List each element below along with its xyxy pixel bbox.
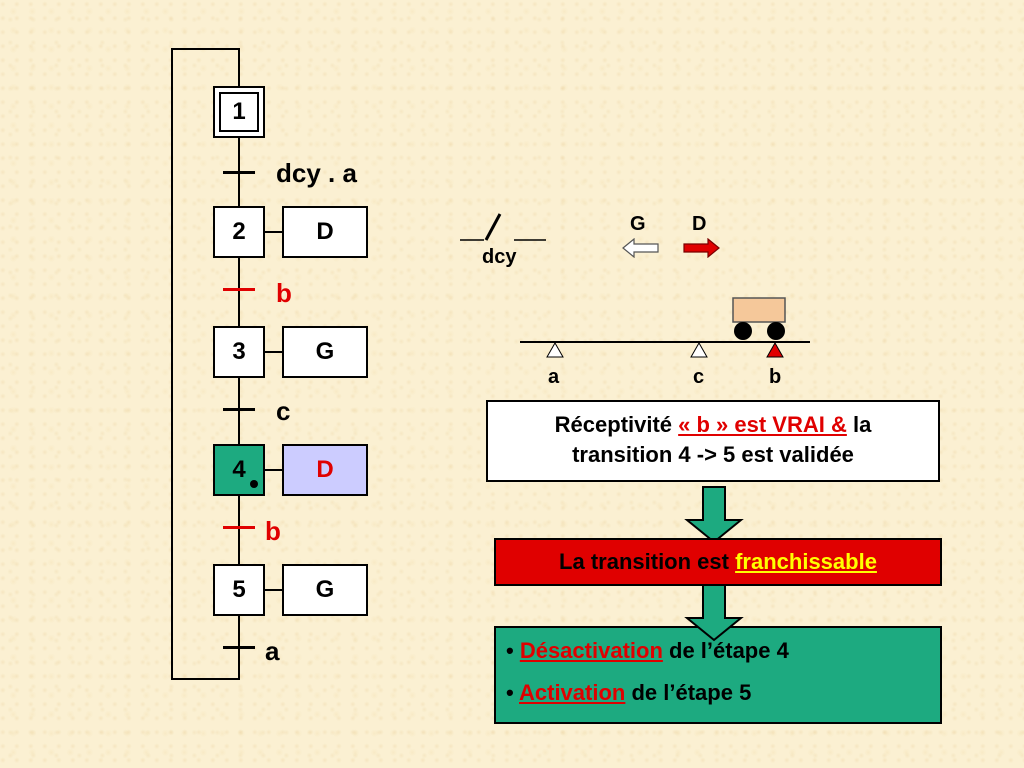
sensor-a-label: a [548, 366, 560, 388]
transition-1-condition: dcy . a [276, 158, 357, 188]
loop-rail-left [171, 48, 173, 680]
step-1: 1 [213, 86, 265, 138]
result-box: • Désactivation de l’étape 4 • Activatio… [494, 626, 942, 724]
cart-icon [732, 297, 786, 340]
direction-d-label: D [692, 213, 707, 235]
receptivity-suffix: la [846, 412, 872, 437]
switch-icon [460, 213, 546, 241]
flow-arrow-down-icon [684, 584, 744, 642]
step-4-label: 4 [232, 456, 246, 483]
bullet: • [506, 680, 519, 705]
step-5-label: 5 [232, 576, 246, 603]
receptivity-line-2: transition 4 -> 5 est validée [572, 442, 854, 467]
transition-status-prefix: La transition est [559, 549, 736, 574]
track-line [520, 341, 810, 343]
step-3: 3 [213, 326, 265, 378]
transition-1-bar [223, 171, 255, 174]
arrow-right-icon [683, 238, 720, 258]
arrow-left-icon [622, 238, 659, 258]
receptivity-box: Réceptivité « b » est VRAI & la transiti… [486, 400, 940, 482]
step-3-action-label: G [315, 338, 335, 365]
deactivation-rest: de l’étape 4 [662, 638, 789, 663]
step-3-action: G [282, 326, 368, 378]
step-2: 2 [213, 206, 265, 258]
step-3-label: 3 [232, 338, 246, 365]
step-5: 5 [213, 564, 265, 616]
result-item-activation: • Activation de l’étape 5 [506, 680, 940, 722]
activation-rest: de l’étape 5 [625, 680, 752, 705]
transition-2-condition: b [276, 278, 292, 308]
active-token-dot [250, 480, 258, 488]
sensor-c-label: c [693, 366, 705, 388]
step-2-action-link [265, 231, 282, 233]
transition-4-condition: b [265, 516, 281, 546]
step-5-action-label: G [315, 576, 335, 603]
step-4-action-label: D [316, 456, 334, 483]
direction-g-label: G [630, 213, 646, 235]
switch-label: dcy [482, 246, 517, 268]
receptivity-line-1: Réceptivité « b » est VRAI & la [488, 410, 938, 440]
transition-5-bar [223, 646, 255, 649]
loop-rail-top [171, 48, 240, 50]
step-3-action-link [265, 351, 282, 353]
step-4: 4 [213, 444, 265, 496]
transition-status-highlight: franchissable [735, 549, 877, 574]
step-4-action: D [282, 444, 368, 496]
transition-3-condition: c [276, 396, 291, 426]
activation-word: Activation [519, 680, 626, 705]
sensor-b-icon [766, 342, 784, 358]
transition-5-condition: a [265, 636, 280, 666]
step-2-action: D [282, 206, 368, 258]
flow-arrow-down-icon [684, 486, 744, 544]
step-2-action-label: D [316, 218, 334, 245]
deactivation-word: Désactivation [519, 638, 663, 663]
transition-4-bar [223, 526, 255, 529]
sensor-b-label: b [769, 366, 782, 388]
sensor-a-icon [546, 342, 564, 358]
bullet: • [506, 638, 520, 663]
step-5-action-link [265, 589, 282, 591]
receptivity-prefix: Réceptivité [554, 412, 679, 437]
transition-3-bar [223, 408, 255, 411]
step-4-action-link [265, 469, 282, 471]
result-item-deactivation: • Désactivation de l’étape 4 [506, 638, 940, 680]
sensor-c-icon [690, 342, 708, 358]
loop-rail-bottom [171, 678, 240, 680]
step-1-label: 1 [232, 98, 246, 125]
transition-2-bar [223, 288, 255, 291]
step-2-label: 2 [232, 218, 246, 245]
receptivity-highlight: « b » est VRAI & [678, 412, 847, 437]
step-5-action: G [282, 564, 368, 616]
transition-status-box: La transition est franchissable [494, 538, 942, 586]
